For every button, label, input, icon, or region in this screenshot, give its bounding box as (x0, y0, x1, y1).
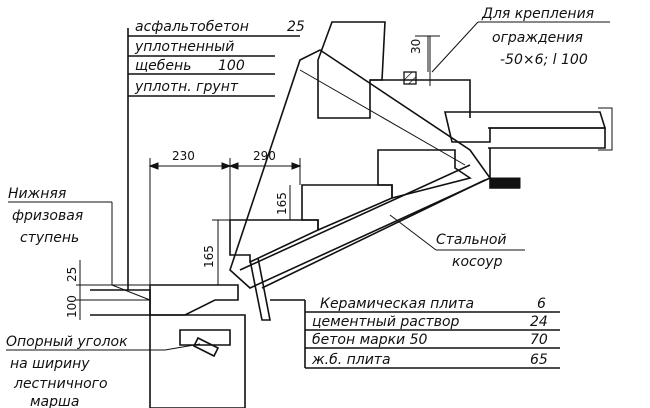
upper-platform (317, 21, 613, 151)
bottom-layer-1: Керамическая плита (320, 296, 474, 312)
lower-step-label: Нижняя фризовая ступень (8, 186, 151, 301)
top-layer-4: уплотн. грунт (134, 79, 239, 95)
tread-290: 290 (253, 149, 276, 163)
bottom-layer-3: бетон марки 50 (312, 332, 428, 348)
support-angle-shape (192, 336, 220, 358)
lower-frieze-step (149, 284, 239, 316)
lower-step-line-1: Нижняя (8, 186, 66, 202)
bottom-layer-4: ж.б. плита (311, 352, 391, 368)
riser-165-lower: 165 (202, 245, 216, 268)
upper-slab (443, 111, 607, 143)
top-layers-table: асфальтобетон 25 уплотненный щебень 100 … (127, 19, 305, 290)
top-layer-1-value: 25 (287, 19, 305, 35)
fastening-note: Для крепления ограждения -50×6; l 100 (431, 6, 610, 73)
bottom-layer-2-value: 24 (530, 314, 548, 330)
stair-flight (229, 49, 521, 321)
bottom-layer-3-value: 70 (530, 332, 548, 348)
support-line-1: Опорный уголок (6, 334, 128, 350)
stringer-line-2: косоур (452, 254, 503, 270)
top-layer-3: щебень (135, 58, 191, 74)
fastening-line-2: ограждения (492, 30, 583, 46)
bottom-layers-table: Керамическая плита 6 цементный раствор 2… (270, 296, 560, 369)
lower-landing (90, 284, 246, 408)
stringer-bottom-line (261, 179, 486, 289)
support-wall (149, 314, 246, 408)
dim-30: 30 (409, 35, 440, 72)
stringer-line-1: Стальной (436, 232, 507, 248)
bottom-layer-2: цементный раствор (312, 314, 460, 330)
lower-step-line-3: ступень (20, 230, 79, 246)
bottom-layer-4-value: 65 (530, 352, 548, 368)
bottom-layer-1-value: 6 (537, 296, 546, 312)
riser-165-upper: 165 (275, 192, 289, 215)
dim-treads: 230 290 (148, 149, 302, 285)
support-line-4: марша (30, 394, 79, 408)
fastening-line-1: Для крепления (481, 6, 594, 22)
dim-left-floor: 25 100 (65, 260, 150, 320)
fastening-line-3: -50×6; l 100 (500, 52, 588, 68)
top-layer-3-value: 100 (218, 58, 245, 74)
fastening-bar (403, 71, 417, 85)
tread-230: 230 (172, 149, 195, 163)
support-line-2: на ширину (10, 356, 90, 372)
upper-wall-block (317, 21, 386, 119)
top-layer-1: асфальтобетон (135, 19, 249, 35)
support-line-3: лестничного (13, 376, 108, 392)
support-angle-label: Опорный уголок на ширину лестничного мар… (6, 334, 201, 408)
dim-risers: 165 165 (202, 185, 291, 286)
stringer-top-line (239, 164, 471, 271)
dim-100: 100 (65, 295, 79, 318)
stringer-label: Стальной косоур (389, 214, 525, 270)
dim-25: 25 (65, 267, 79, 282)
dim-30-text: 30 (409, 39, 423, 54)
top-layer-2: уплотненный (134, 39, 234, 55)
lower-step-line-2: фризовая (12, 208, 83, 224)
